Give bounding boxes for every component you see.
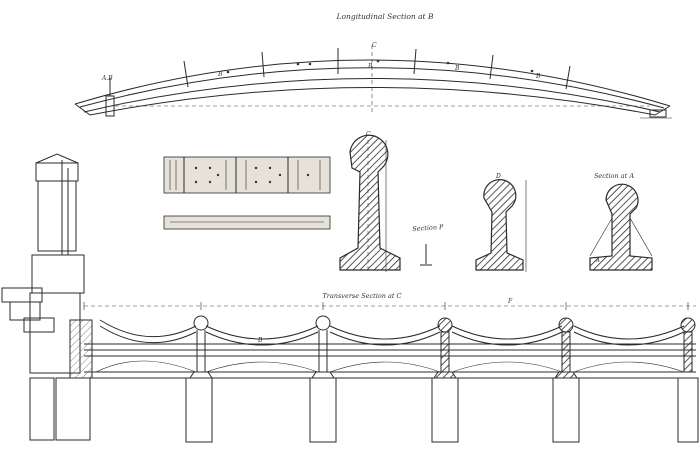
transverse-section-title: Transverse Section at C — [322, 292, 401, 300]
mark-b1: B — [217, 71, 223, 78]
deck-plan — [163, 156, 331, 230]
section-at-a: Section at A A — [589, 172, 653, 271]
section-p-label: Section P — [412, 223, 444, 233]
post-5 — [677, 317, 699, 443]
abutment-tower — [1, 153, 91, 441]
mark-c-top: C — [372, 42, 377, 49]
mark-b-pier: B — [257, 337, 263, 344]
post-2 — [309, 315, 337, 443]
mark-c-rail: C — [366, 131, 371, 138]
section-at-a-label: Section at A — [594, 172, 634, 180]
longitudinal-section-title: Longitudinal Section at B — [336, 12, 434, 21]
mark-b4: B — [535, 73, 541, 80]
mark-f-pier: F — [507, 298, 513, 305]
rail-section-c: C — [339, 131, 401, 272]
post-4 — [552, 317, 580, 443]
section-p: Section P — [412, 223, 444, 266]
mark-ab: A.B — [101, 75, 113, 82]
mark-d-rail: D — [495, 173, 501, 180]
post-3 — [431, 317, 459, 443]
transverse-section: Transverse Section at C F B — [69, 292, 699, 443]
mark-b3: B — [454, 65, 460, 72]
rail-section-d: D — [475, 173, 527, 272]
post-1 — [185, 315, 213, 443]
mark-b2: B — [367, 63, 373, 70]
longitudinal-section: Longitudinal Section at B C A.B B B B B — [74, 12, 672, 119]
